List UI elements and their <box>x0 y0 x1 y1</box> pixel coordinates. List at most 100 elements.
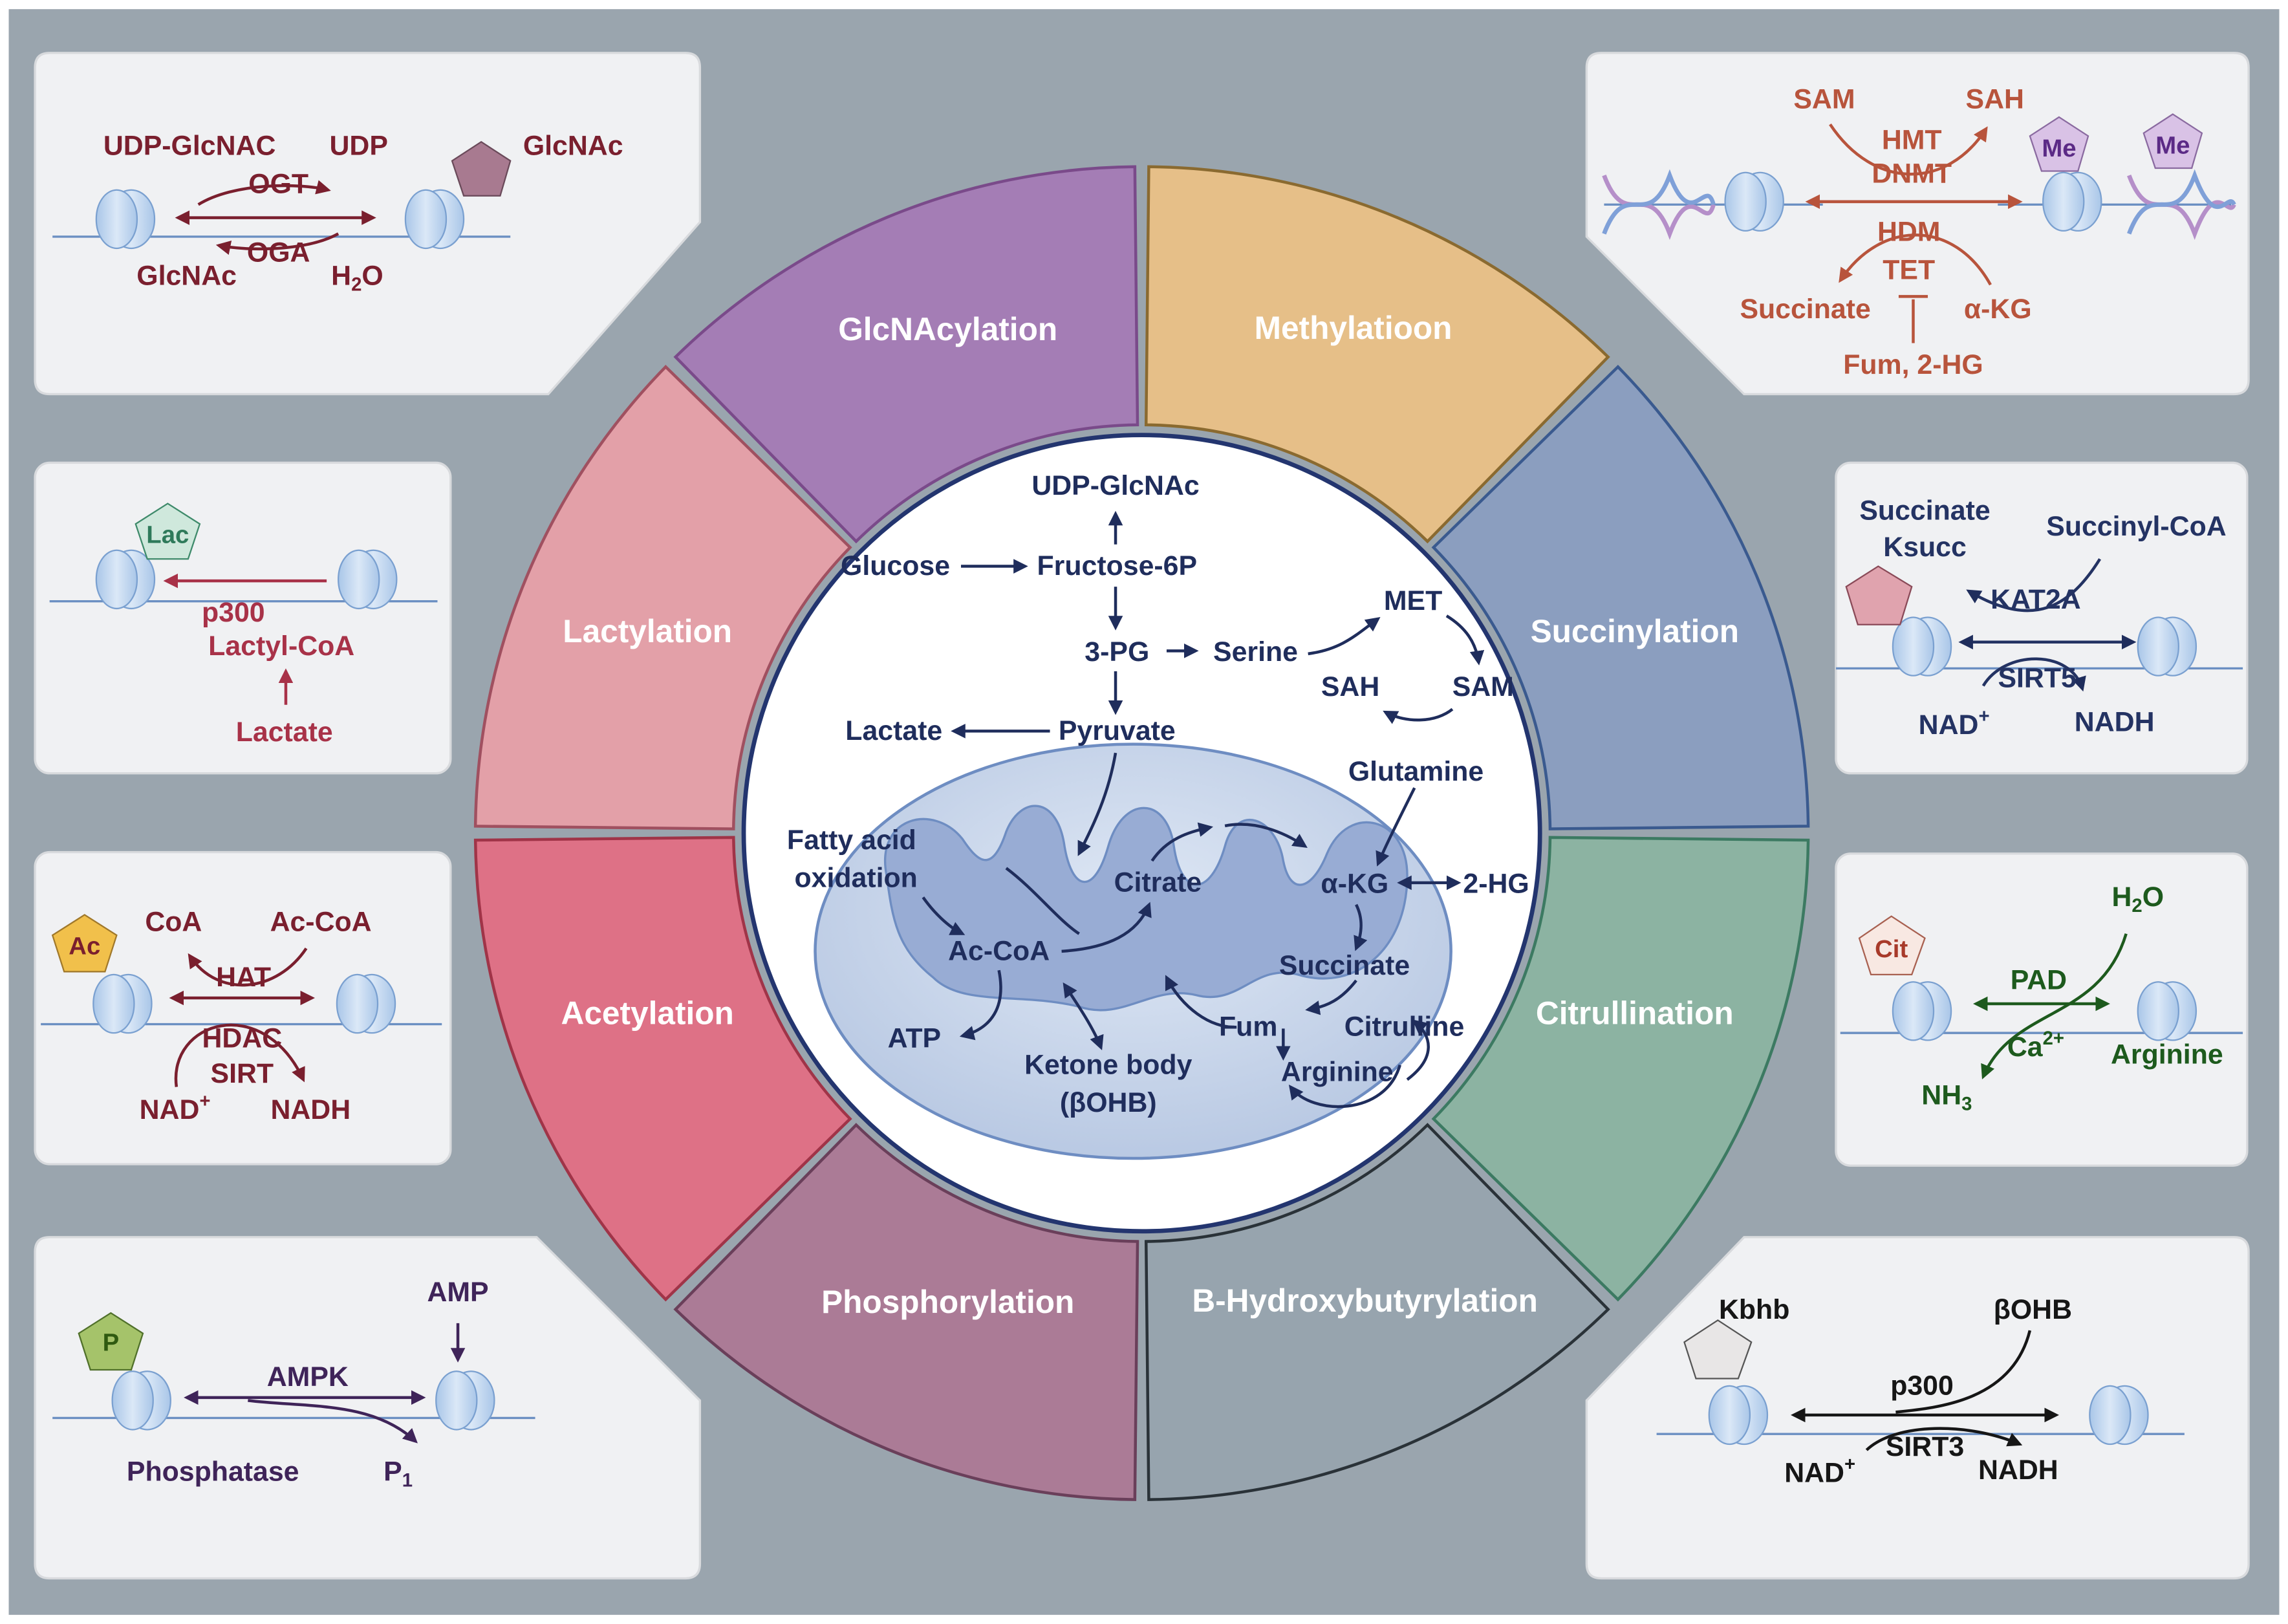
glcnac-udp-glcnac: UDP-GlcNAC <box>103 131 276 162</box>
succ-sirt5: SIRT5 <box>1998 663 2076 694</box>
nucleosome-icon <box>1724 171 1784 232</box>
segment-lactylation-label: Lactylation <box>563 613 732 649</box>
lac-pentagon-icon <box>135 503 201 560</box>
acetyl-nadh: NADH <box>270 1094 351 1125</box>
panel-citrullination: H2O PAD Ca2+ Arginine NH3 Cit <box>1835 852 2249 1167</box>
label-udp-glcnac: UDP-GlcNAc <box>1031 470 1199 501</box>
succ-nadh: NADH <box>2075 706 2155 737</box>
cit-nh3: NH3 <box>1921 1080 1972 1115</box>
nucleosome-icon <box>2042 171 2102 232</box>
lac-tag-label: Lac <box>146 521 189 548</box>
acetyl-sirt: SIRT <box>211 1058 274 1089</box>
label-akg: α-KG <box>1321 869 1388 900</box>
metabolism-labels: UDP-GlcNAc Glucose Fructose-6P 3-PG Seri… <box>787 470 1529 1118</box>
methyl-succinate: Succinate <box>1740 294 1870 325</box>
kbhb-tag: Kbhb <box>1719 1294 1789 1325</box>
segment-glcnacylation-label: GlcNAcylation <box>838 311 1057 347</box>
label-serine: Serine <box>1213 636 1298 667</box>
lac-lactate: Lactate <box>236 717 333 748</box>
dna-helix-icon <box>1602 169 1716 241</box>
succ-succinate: Succinate <box>1859 495 1990 526</box>
kbhb-sirt3: SIRT3 <box>1886 1431 1964 1462</box>
panel-phosphorylation: AMP AMPK Phosphatase P1 P <box>34 1236 702 1580</box>
label-arginine: Arginine <box>1281 1057 1394 1088</box>
cit-ca: Ca2+ <box>2007 1028 2064 1063</box>
acetyl-hat: HAT <box>216 962 271 993</box>
cit-arginine: Arginine <box>2111 1039 2223 1070</box>
label-bohb: (βOHB) <box>1060 1087 1157 1118</box>
segment-acetylation <box>473 836 852 1302</box>
nucleosome-icon <box>2137 981 2197 1041</box>
panel-hydroxybutyrylation: Kbhb βOHB p300 SIRT3 NAD+ NADH <box>1585 1236 2250 1580</box>
methyl-pentagon-icon <box>2029 116 2089 172</box>
acetyl-nad: NAD+ <box>140 1090 211 1125</box>
phos-phosphatase: Phosphatase <box>127 1456 299 1487</box>
methyl-hmt: HMT <box>1882 125 1942 156</box>
glcnac-tag: GlcNAc <box>523 131 623 162</box>
glcnac-product: GlcNAc <box>136 260 237 291</box>
panel-lactylation: p300 Lactyl-CoA Lactate Lac <box>34 461 452 775</box>
segment-phosphorylation-label: Phosphorylation <box>821 1284 1074 1320</box>
nucleosome-icon <box>95 189 156 250</box>
methyl-sam: SAM <box>1793 83 1855 114</box>
segment-succinylation-label: Succinylation <box>1531 613 1739 649</box>
methyl-tet: TET <box>1883 254 1935 285</box>
panel-glcnacylation: UDP-GlcNAC UDP GlcNAc OGT OGA GlcNAc H2O <box>34 52 702 396</box>
cit-tag-label: Cit <box>1875 935 1908 963</box>
phos-pi: P1 <box>383 1456 413 1491</box>
acetyl-ac-coa: Ac-CoA <box>270 906 372 937</box>
cit-pad: PAD <box>2011 964 2067 995</box>
nucleosome-icon <box>336 973 396 1034</box>
label-sah: SAH <box>1321 671 1379 702</box>
ac-tag-label: Ac <box>69 932 100 960</box>
segment-lactylation <box>473 364 852 830</box>
label-lactate: Lactate <box>845 715 942 746</box>
label-pyruvate: Pyruvate <box>1059 715 1176 746</box>
succ-kat2a: KAT2A <box>1991 584 2081 615</box>
nucleosome-icon <box>1892 981 1952 1041</box>
glcnac-ogt: OGT <box>248 168 308 199</box>
methyl-fum-2hg: Fum, 2-HG <box>1843 349 1983 380</box>
panel-acetylation: CoA Ac-CoA HAT HDAC SIRT NAD+ NADH Ac <box>34 850 452 1165</box>
segment-methylation-label: Methylatioon <box>1255 310 1452 346</box>
label-ac-coa: Ac-CoA <box>948 935 1050 966</box>
methyl-dnmt: DNMT <box>1872 158 1952 189</box>
succ-nad: NAD+ <box>1919 706 1990 741</box>
segment-methylation <box>1144 165 1610 544</box>
label-citrate: Citrate <box>1114 867 1202 898</box>
label-glucose: Glucose <box>841 550 950 581</box>
dna-helix-icon <box>2127 169 2236 241</box>
segment-hydroxybutyrylation <box>1144 1123 1610 1501</box>
methyl-sah: SAH <box>1966 83 2024 114</box>
ac-pentagon-icon <box>51 914 118 973</box>
kbhb-p300: p300 <box>1890 1370 1954 1401</box>
kbhb-pentagon-icon <box>1683 1319 1753 1380</box>
metabolism-arrows <box>922 510 1485 1109</box>
nucleosome-icon <box>338 549 398 610</box>
methyl-akg: α-KG <box>1964 294 2032 325</box>
label-met: MET <box>1384 585 1442 616</box>
glcnac-udp: UDP <box>329 131 387 162</box>
cit-h2o: H2O <box>2111 882 2164 916</box>
acetyl-hdac: HDAC <box>202 1023 282 1054</box>
kbhb-nadh: NADH <box>1978 1455 2058 1486</box>
kbhb-bohb: βOHB <box>1994 1294 2072 1325</box>
label-citrulline: Citrulline <box>1344 1012 1465 1043</box>
nucleosome-icon <box>404 189 465 250</box>
nucleosome-icon <box>92 973 153 1034</box>
label-oxidation: oxidation <box>794 863 917 894</box>
methyl-hdm: HDM <box>1877 217 1941 248</box>
nucleosome-icon <box>435 1370 495 1431</box>
label-sam: SAM <box>1452 671 1514 702</box>
segment-acetylation-label: Acetylation <box>561 995 734 1032</box>
methyl-me-label: Me <box>2155 131 2190 159</box>
methyl-me-label: Me <box>2042 135 2076 162</box>
nucleosome-icon <box>111 1370 171 1431</box>
nucleosome-icon <box>95 549 156 610</box>
label-fructose-6p: Fructose-6P <box>1037 550 1198 581</box>
segment-glcnacylation <box>673 165 1139 544</box>
kbhb-nad: NAD+ <box>1784 1454 1855 1489</box>
succ-ksucc: Ksucc <box>1883 532 1967 563</box>
